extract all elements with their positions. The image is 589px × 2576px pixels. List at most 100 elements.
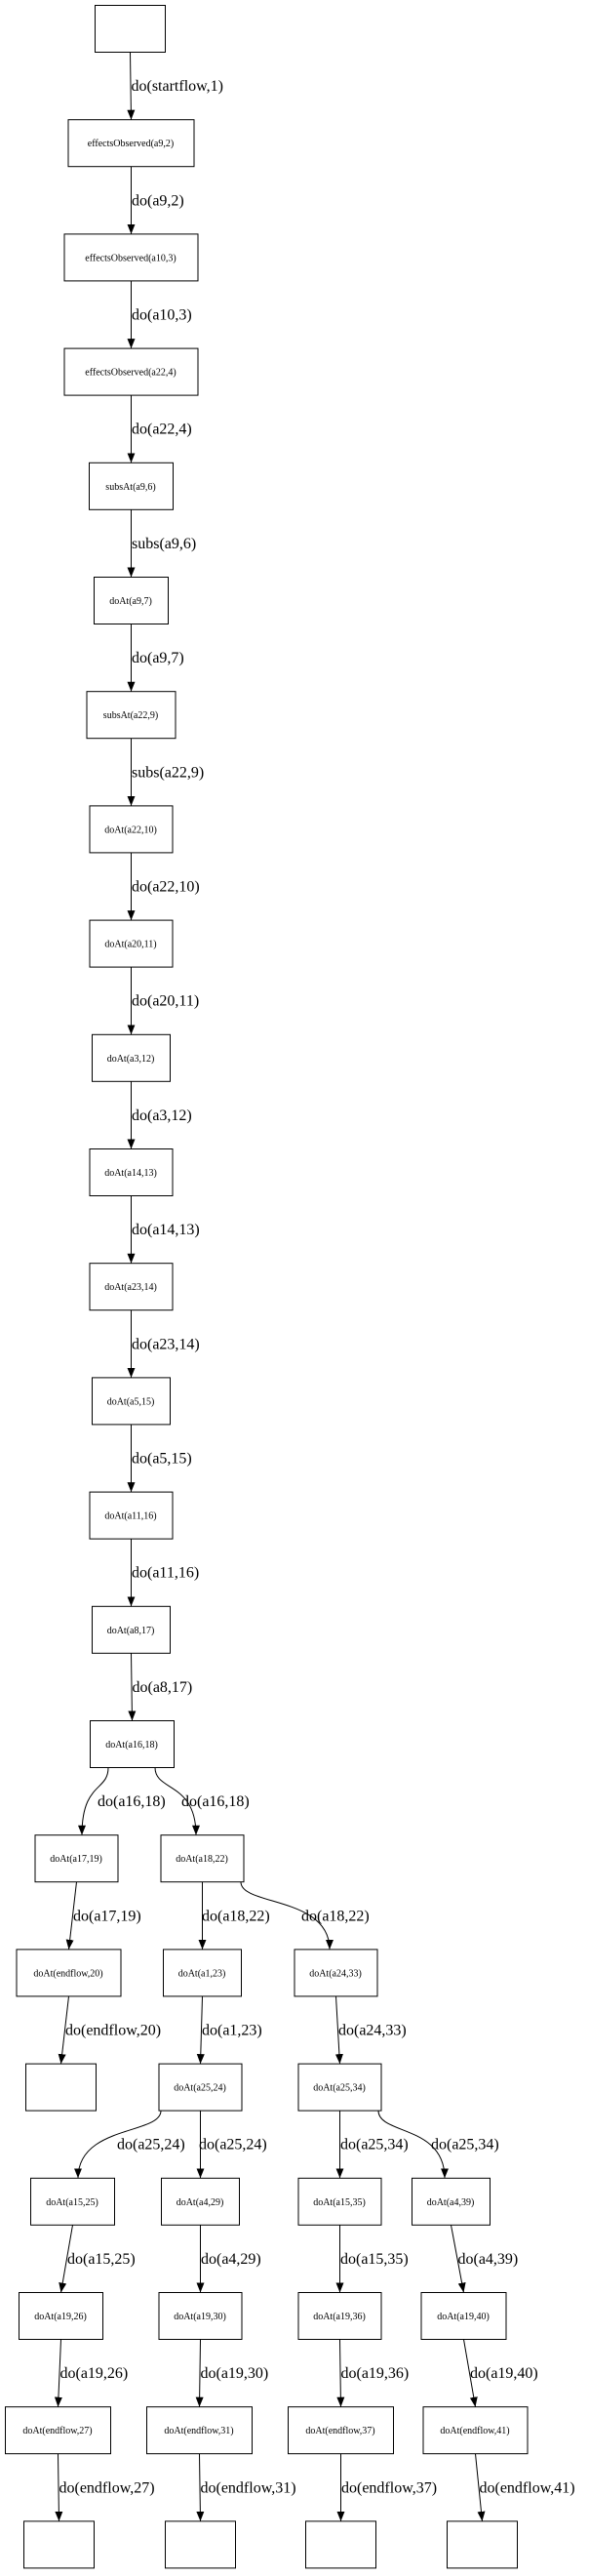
node-label: effectsObserved(a22,4) (85, 368, 176, 379)
graph-edge: do(a16,18) (78, 1767, 166, 1835)
node-label: doAt(endflow,27) (22, 2426, 92, 2436)
graph-edge: do(a19,36) (336, 2339, 410, 2407)
edge-arrow (377, 2111, 449, 2179)
graph-edge: do(startflow,1) (127, 52, 223, 120)
edge-label: do(a3,12) (132, 1107, 192, 1124)
edge-label: subs(a22,9) (132, 764, 204, 781)
node-box (86, 691, 177, 740)
node-label: subsAt(a9,6) (105, 482, 155, 493)
node-label: doAt(a11,16) (104, 1511, 156, 1522)
graph-node: doAt(a4,29) (161, 2177, 240, 2226)
node-label: doAt(a8,17) (107, 1626, 155, 1636)
graph-edge: do(a25,24) (74, 2111, 185, 2179)
graph-node-empty (447, 2520, 518, 2569)
graph-edge: do(a17,19) (65, 1881, 141, 1950)
node-label: doAt(a4,29) (177, 2197, 224, 2208)
edge-label: do(a18,22) (202, 1908, 270, 1924)
edge-arrow (196, 1995, 205, 2065)
node-box (92, 1033, 171, 1082)
node-box (305, 2520, 376, 2569)
graph-edge: do(a9,2) (127, 166, 184, 234)
node-label: doAt(a1,23) (178, 1968, 226, 1979)
edge-label: do(a15,25) (67, 2251, 136, 2268)
graph-node-empty (23, 2520, 95, 2569)
graph-node: doAt(a4,39) (412, 2177, 491, 2226)
edge-label: do(a17,19) (73, 1908, 141, 1924)
node-label: doAt(a25,34) (313, 2083, 366, 2094)
edge-label: do(a16,18) (98, 1793, 166, 1810)
node-box (30, 2177, 115, 2226)
graph-node: doAt(endflow,41) (422, 2406, 529, 2455)
node-box (163, 1949, 242, 1997)
edge-arrow (128, 1653, 137, 1721)
node-box (294, 1949, 378, 1997)
node-label: doAt(a25,24) (174, 2083, 226, 2094)
nodes: effectsObserved(a9,2) effectsObserved(a10… (5, 5, 529, 2569)
edge-label: do(a9,7) (132, 650, 184, 666)
graph-edge: do(a25,34) (335, 2111, 409, 2179)
graph-node: subsAt(a22,9) (86, 691, 177, 740)
edge-arrow (78, 1767, 109, 1835)
node-label: effectsObserved(a9,2) (88, 139, 174, 149)
graph-edge: do(a25,34) (377, 2111, 499, 2179)
graph-node: doAt(endflow,31) (146, 2406, 253, 2455)
node-label: doAt(endflow,41) (440, 2426, 509, 2436)
graph-node: doAt(a17,19) (34, 1834, 119, 1883)
node-box (5, 2406, 111, 2455)
graph-edge: do(a5,15) (127, 1424, 192, 1493)
graph-node: doAt(a11,16) (89, 1491, 174, 1540)
node-label: effectsObserved(a10,3) (85, 253, 176, 263)
graph-edge: do(a22,10) (127, 852, 200, 921)
edge-label: do(a19,26) (60, 2365, 129, 2382)
graph-node: doAt(a19,30) (158, 2292, 243, 2340)
edge-label: do(a22,10) (132, 879, 200, 896)
edge-label: do(a19,30) (201, 2365, 269, 2382)
graph-edge: subs(a9,6) (127, 509, 196, 578)
graph-edge: subs(a22,9) (127, 738, 204, 806)
edge-label: do(a5,15) (132, 1451, 192, 1468)
graph-node: doAt(a24,33) (294, 1949, 378, 1997)
graph-node-empty (305, 2520, 376, 2569)
node-box (92, 1377, 171, 1426)
edge-label: do(a8,17) (133, 1679, 193, 1696)
node-box (160, 1834, 245, 1883)
node-label: doAt(a16,18) (105, 1740, 158, 1751)
node-label: doAt(a14,13) (104, 1168, 157, 1179)
graph-edge: do(a16,18) (154, 1767, 250, 1835)
graph-node: effectsObserved(a22,4) (63, 347, 199, 396)
node-label: doAt(a20,11) (104, 940, 156, 950)
graph-node: doAt(a25,34) (297, 2063, 382, 2112)
graph-node: subsAt(a9,6) (89, 462, 174, 510)
graph-node: doAt(a23,14) (89, 1263, 174, 1311)
graph-node: doAt(endflow,20) (16, 1949, 122, 1997)
graph-edge: do(a24,33) (334, 1995, 407, 2065)
graph-edge: do(a18,22) (240, 1881, 370, 1950)
node-box (23, 2520, 95, 2569)
edge-label: do(a18,22) (301, 1908, 370, 1924)
edge-label: do(a19,40) (470, 2365, 538, 2382)
graph-edge: do(a18,22) (198, 1881, 270, 1950)
edge-label: do(a19,36) (341, 2365, 410, 2382)
node-box (288, 2406, 394, 2455)
node-box (19, 2292, 103, 2340)
graph-node-empty (25, 2063, 97, 2112)
graph-edge: do(a1,23) (196, 1995, 262, 2065)
edge-label: do(endflow,20) (65, 2023, 161, 2039)
edge-label: do(a15,35) (340, 2251, 409, 2268)
node-label: doAt(a24,33) (309, 1968, 362, 1979)
graph-node: doAt(a14,13) (89, 1148, 174, 1196)
node-box (34, 1834, 119, 1883)
node-box (158, 2292, 243, 2340)
graph-edge: do(a22,4) (127, 395, 192, 463)
edge-arrow (475, 2453, 486, 2521)
graph-edge: do(a4,29) (196, 2225, 261, 2293)
node-box (297, 2063, 382, 2112)
edge-arrow (336, 2339, 345, 2407)
node-label: doAt(a9,7) (109, 596, 152, 607)
edge-arrow (74, 2111, 162, 2179)
graph-edge: do(a4,39) (451, 2225, 519, 2293)
edge-label: do(endflow,41) (480, 2479, 575, 2496)
node-box (92, 1605, 171, 1654)
graph-edge: do(a11,16) (127, 1539, 199, 1607)
edge-label: do(a4,39) (458, 2251, 519, 2268)
